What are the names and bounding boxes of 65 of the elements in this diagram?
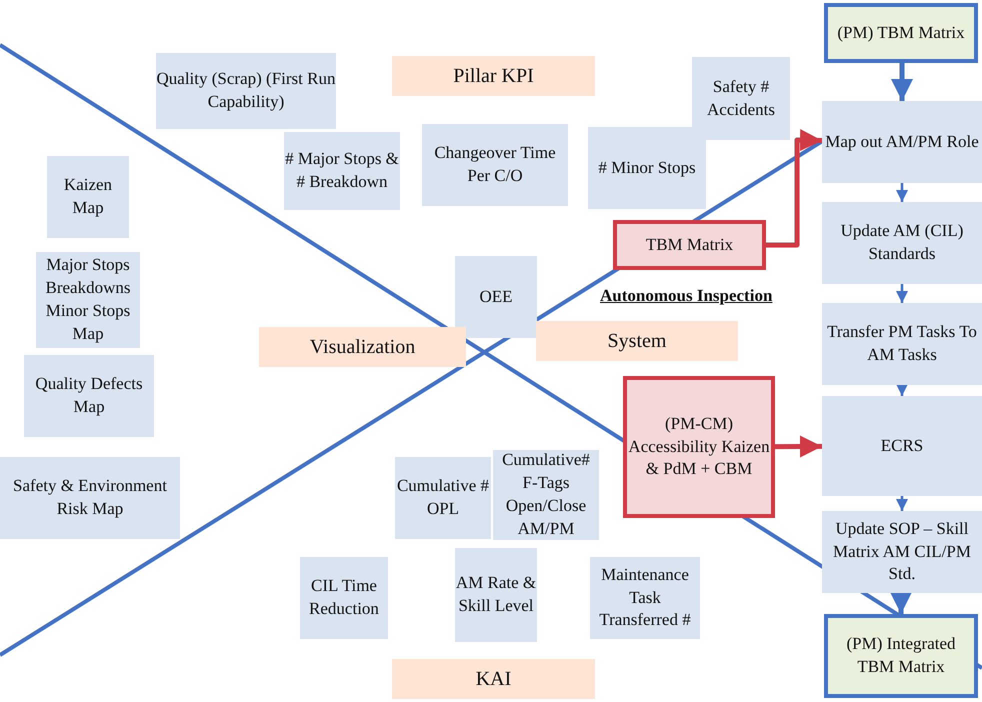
metric-box xyxy=(0,457,180,539)
process-box xyxy=(822,303,982,385)
box-text: # Major Stops & # Breakdown xyxy=(284,148,400,193)
section-heading: Autonomous Inspection xyxy=(600,286,772,306)
arrow xyxy=(896,284,908,303)
metric-box xyxy=(156,53,336,129)
process-box xyxy=(822,101,982,183)
box-text: # Minor Stops xyxy=(598,156,696,179)
box-text: ECRS xyxy=(880,434,924,457)
process-box xyxy=(822,396,982,496)
box-text: CIL Time Reduction xyxy=(308,575,380,620)
box-text: System xyxy=(608,328,666,354)
box-text: TBM Matrix xyxy=(646,234,734,256)
metric-box xyxy=(395,457,491,539)
arrow xyxy=(775,436,822,458)
box-text: Changeover Time Per C/O xyxy=(433,142,557,187)
box-text: Quality Defects Map xyxy=(34,373,144,418)
highlight-box xyxy=(623,376,775,518)
box-text: KAI xyxy=(476,666,512,692)
metric-box xyxy=(47,156,129,238)
metric-box xyxy=(692,57,790,140)
box-text: Map out AM/PM Role xyxy=(825,130,979,153)
box-text: Safety # Accidents xyxy=(706,76,776,120)
arrow xyxy=(896,384,908,396)
metric-box xyxy=(455,548,537,642)
box-text: (PM) Integrated TBM Matrix xyxy=(845,633,957,678)
box-text: AM Rate & Skill Level xyxy=(455,572,537,617)
arrow xyxy=(890,592,912,614)
box-text: Pillar KPI xyxy=(453,64,534,88)
box-text: Update SOP – Skill Matrix AM CIL/PM Std. xyxy=(832,518,972,586)
box-text: Cumulative# F-Tags Open/Close AM/PM xyxy=(501,449,591,540)
box-text: OEE xyxy=(479,286,513,308)
box-text: Quality (Scrap) (First Run Capability) xyxy=(156,68,336,113)
matrix-box xyxy=(824,3,978,63)
box-text: Update AM (CIL) Standards xyxy=(840,220,964,265)
metric-box xyxy=(590,557,700,639)
box-text: (PM) TBM Matrix xyxy=(837,22,965,44)
section-band xyxy=(259,327,466,367)
box-text: Visualization xyxy=(310,334,416,360)
arrow xyxy=(896,496,908,511)
arrow xyxy=(896,183,908,202)
arrow xyxy=(766,129,822,248)
highlight-box xyxy=(613,220,766,270)
box-text: Kaizen Map xyxy=(62,174,114,219)
section-band xyxy=(536,321,738,361)
process-box xyxy=(822,511,982,593)
metric-box xyxy=(422,124,568,206)
section-band xyxy=(392,56,595,96)
arrow xyxy=(891,63,913,101)
box-text: Maintenance Task Transferred # xyxy=(598,564,692,632)
metric-box xyxy=(493,450,599,540)
section-band xyxy=(392,659,595,699)
matrix-box xyxy=(824,614,978,698)
box-text: Safety & Environment Risk Map xyxy=(12,475,168,520)
metric-box xyxy=(36,252,140,348)
box-text: Major Stops Breakdowns Minor Stops Map xyxy=(44,254,132,345)
metric-box xyxy=(284,132,400,210)
metric-box xyxy=(300,557,388,639)
metric-box xyxy=(24,355,154,437)
box-text: (PM-CM) Accessibility Kaizen & PdM + CBM xyxy=(627,412,771,480)
process-box xyxy=(822,202,982,284)
metric-box xyxy=(588,127,706,209)
box-text: Cumulative # OPL xyxy=(396,475,490,520)
metric-box xyxy=(455,256,537,338)
box-text: Transfer PM Tasks To AM Tasks xyxy=(826,321,978,366)
